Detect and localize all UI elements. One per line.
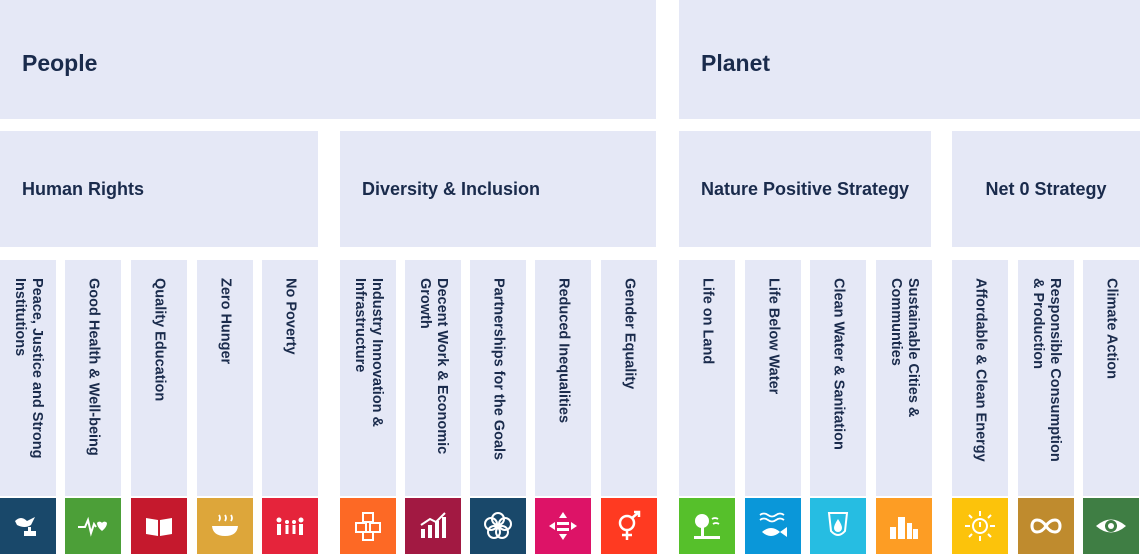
goal-icon-tile — [952, 498, 1008, 554]
rings-icon — [484, 512, 512, 539]
goal-icon-tile — [405, 498, 461, 554]
goal-icon-tile — [197, 498, 253, 554]
category-net-zero: Net 0 Strategy — [952, 131, 1140, 247]
goal-label: Partnerships for the Goals — [490, 278, 507, 461]
goal-sustainable-cities: Sustainable Cities & Communties — [876, 260, 932, 554]
pillar-title-people: People — [22, 50, 98, 76]
equality-arrows-icon — [549, 512, 577, 540]
goal-life-on-land: Life on Land — [679, 260, 735, 554]
category-human-rights: Human Rights — [0, 131, 318, 247]
goal-label: Good Health & Well-being — [85, 278, 102, 456]
goal-label: Peace, Justice and Strong Institutions — [12, 278, 45, 459]
category-title-diversity-inclusion: Diversity & Inclusion — [362, 178, 541, 199]
goal-life-below-water: Life Below Water — [745, 260, 801, 554]
goal-label: Affordable & Clean Energy — [972, 278, 989, 462]
goal-quality-education: Quality Education — [131, 260, 187, 554]
goal-label: Reduced Inequalities — [555, 278, 572, 424]
goal-icon-tile — [340, 498, 396, 554]
goal-label: Life on Land — [699, 278, 716, 365]
goal-partnerships: Partnerships for the Goals — [470, 260, 526, 554]
growth-chart-icon — [420, 512, 446, 538]
goal-industry-innovation: Industry Innovation & Infrastructure — [340, 260, 396, 554]
goal-label: Decent Work & Economic Growth — [417, 278, 450, 455]
goal-zero-hunger: Zero Hunger — [197, 260, 253, 554]
goal-label: Zero Hunger — [217, 278, 234, 365]
infinity-icon — [1030, 518, 1062, 534]
cubes-icon — [355, 512, 381, 541]
gender-symbol-icon — [618, 510, 641, 540]
family-icon — [276, 517, 304, 535]
food-bowl-icon — [212, 514, 238, 536]
dove-gavel-icon — [15, 517, 36, 536]
goal-good-health: Good Health & Well-being — [65, 260, 121, 554]
sun-power-icon — [965, 511, 995, 541]
goal-icon-tile — [810, 498, 866, 554]
goal-icon-tile — [679, 498, 735, 554]
goal-icon-tile — [65, 498, 121, 554]
eye-globe-icon — [1096, 519, 1126, 533]
category-diversity-inclusion: Diversity & Inclusion — [340, 131, 656, 247]
goal-clean-water: Clean Water & Sanitation — [810, 260, 866, 554]
heartbeat-icon — [78, 516, 107, 537]
goal-icon-tile — [601, 498, 657, 554]
goal-no-poverty: No Poverty — [262, 260, 318, 554]
book-icon — [146, 518, 172, 536]
goal-icon-tile — [535, 498, 591, 554]
category-title-human-rights: Human Rights — [22, 178, 145, 199]
tree-icon — [694, 514, 720, 539]
goal-icon-tile — [131, 498, 187, 554]
goal-icon-tile — [262, 498, 318, 554]
goal-label: Industry Innovation & Infrastructure — [352, 278, 385, 428]
goal-icon-tile — [470, 498, 526, 554]
goal-icon-tile — [0, 498, 56, 554]
pillar-planet: Planet — [679, 0, 1140, 119]
category-title-net-zero: Net 0 Strategy — [985, 178, 1107, 199]
goal-label: Life Below Water — [765, 278, 782, 395]
goal-label: Quality Education — [151, 278, 168, 402]
goal-icon-tile — [1083, 498, 1139, 554]
goal-responsible-consumption: Responsible Consumption & Production — [1018, 260, 1074, 554]
goal-affordable-energy: Affordable & Clean Energy — [952, 260, 1008, 554]
goal-icon-tile — [745, 498, 801, 554]
goal-label: Gender Equality — [621, 278, 638, 390]
pillar-title-planet: Planet — [701, 50, 771, 76]
goal-label: Sustainable Cities & Communties — [888, 278, 921, 418]
city-icon — [890, 517, 918, 539]
water-drop-icon — [827, 512, 849, 536]
category-nature-positive: Nature Positive Strategy — [679, 131, 931, 247]
goal-icon-tile — [1018, 498, 1074, 554]
goal-label: Responsible Consumption & Production — [1030, 278, 1063, 462]
goal-reduced-inequalities: Reduced Inequalities — [535, 260, 591, 554]
goal-icon-tile — [876, 498, 932, 554]
fish-icon — [759, 512, 787, 537]
goal-gender-equality: Gender Equality — [601, 260, 657, 554]
pillar-people: People — [0, 0, 656, 119]
goal-label: Climate Action — [1103, 278, 1120, 379]
goal-peace-justice: Peace, Justice and Strong Institutions — [0, 260, 56, 554]
goal-climate-action: Climate Action — [1083, 260, 1139, 554]
category-title-nature-positive: Nature Positive Strategy — [701, 178, 910, 199]
goal-label: Clean Water & Sanitation — [830, 278, 847, 450]
goal-decent-work: Decent Work & Economic Growth — [405, 260, 461, 554]
goal-label: No Poverty — [282, 278, 299, 355]
